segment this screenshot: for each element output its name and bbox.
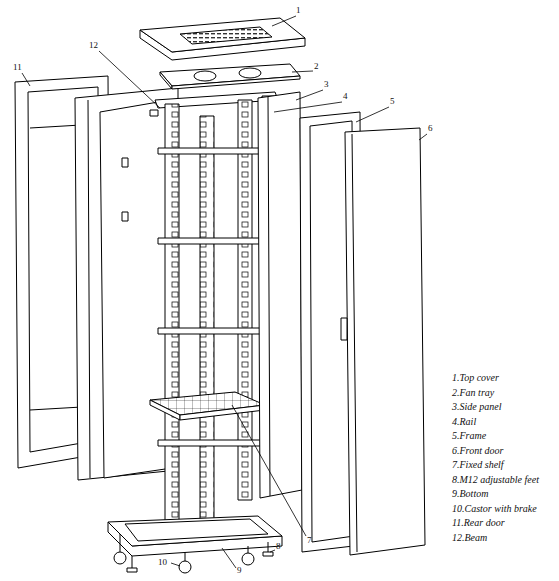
part-list-entry: 6.Front door xyxy=(452,446,503,456)
callout-number: 3 xyxy=(324,80,329,89)
callout-number: 5 xyxy=(390,97,395,106)
part-list-entry: 9.Bottom xyxy=(452,489,488,499)
part-list-entry: 3.Side panel xyxy=(452,402,501,412)
part-list-entry: 12.Beam xyxy=(452,533,487,543)
part-list-entry: 11.Rear door xyxy=(452,518,505,528)
part-list-entry: 8.M12 adjustable feet xyxy=(452,475,539,485)
part-list-entry: 7.Fixed shelf xyxy=(452,460,504,470)
callout-number: 9 xyxy=(237,566,242,575)
callout-number: 12 xyxy=(89,41,98,50)
callout-number: 8 xyxy=(276,542,281,551)
callout-number: 4 xyxy=(343,92,348,101)
callout-number: 10 xyxy=(158,558,167,567)
callout-number: 7 xyxy=(307,536,312,545)
part-list-entry: 5.Frame xyxy=(452,431,486,441)
part-list-entry: 4.Rail xyxy=(452,417,476,427)
callout-number: 1 xyxy=(296,6,301,15)
part-list-entry: 1.Top cover xyxy=(452,373,499,383)
part-list-entry: 10.Castor with brake xyxy=(452,504,537,514)
part-list-entry: 2.Fan tray xyxy=(452,388,494,398)
callout-number: 11 xyxy=(13,63,22,72)
callout-number: 2 xyxy=(314,62,319,71)
callout-number: 6 xyxy=(428,124,433,133)
